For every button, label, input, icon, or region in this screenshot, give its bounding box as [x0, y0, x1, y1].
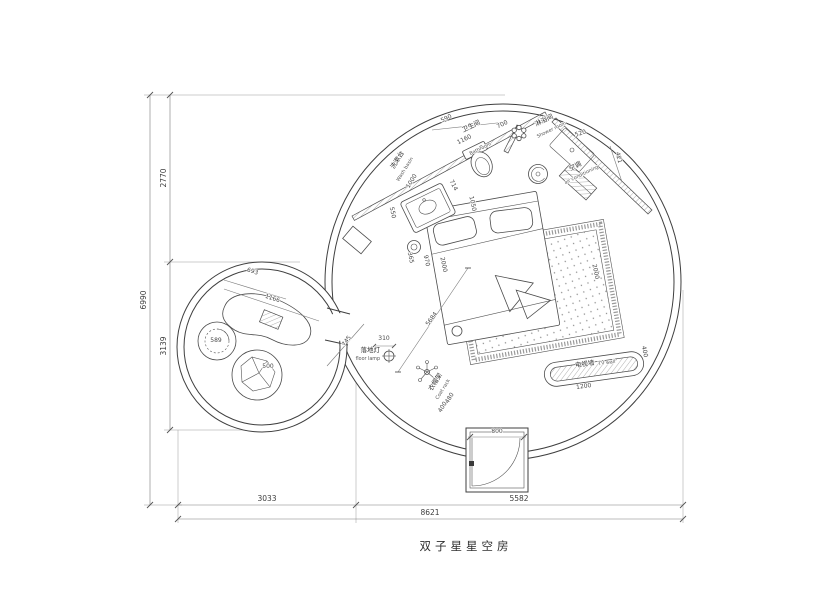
- toilet: [462, 141, 493, 178]
- dim-365: 365: [406, 251, 415, 264]
- label-tv-wall-en: TV wall: [597, 359, 616, 367]
- round-chair: [197, 321, 237, 361]
- door-stop: [469, 461, 474, 466]
- wall-niche: [342, 225, 372, 255]
- pillow: [489, 207, 534, 234]
- dim-2000-bed: 2000: [438, 256, 448, 273]
- dim-1050: 1050: [467, 195, 477, 212]
- label-tv-wall-cn: 电视墙: [574, 358, 595, 370]
- dim-total-height: 6990: [139, 290, 148, 309]
- dim-bottom-right: 5582: [509, 494, 528, 503]
- bed: [423, 191, 561, 345]
- dim-421: 421: [614, 151, 624, 164]
- left-dimension-lines: [146, 91, 174, 509]
- interior-dimension-lines: [223, 121, 623, 373]
- floor-lamp-icon: [382, 349, 396, 363]
- dimension-extension-lines: [144, 94, 684, 523]
- dim-upper-height: 2770: [159, 168, 168, 187]
- dim-2000-carpet: 2000: [590, 263, 600, 280]
- dim-693: 693: [246, 266, 259, 276]
- dim-bottom-left: 3033: [257, 494, 276, 503]
- bedside-stool: [407, 240, 463, 337]
- shower-head-icon: [511, 124, 527, 142]
- dim-970: 970: [422, 254, 431, 267]
- dim-400-tv: 400: [640, 345, 649, 358]
- pod-passage: [324, 307, 352, 346]
- air-conditioner: [558, 163, 598, 201]
- dim-800: 800: [491, 428, 503, 435]
- pillow: [432, 216, 477, 246]
- dim-500: 500: [262, 363, 274, 370]
- dim-520: 520: [574, 128, 587, 138]
- label-floor-lamp-en: floor lamp: [356, 356, 380, 362]
- small-pod-walls: [176, 261, 348, 433]
- shower-tray: [549, 128, 595, 172]
- dim-total-width: 8621: [420, 508, 439, 517]
- organic-table: [222, 293, 312, 346]
- wash-basin: [400, 183, 456, 233]
- door-swing-arc: [471, 437, 521, 487]
- tv-wall: [543, 351, 645, 387]
- dim-310: 310: [378, 335, 390, 342]
- round-stool: [528, 164, 548, 184]
- dim-lower-height: 3139: [159, 336, 168, 355]
- drawing-title: 双子星星空房: [420, 539, 513, 553]
- dim-1200: 1200: [576, 382, 592, 391]
- bean-bag: [231, 349, 283, 401]
- coat-rack-icon: [416, 360, 438, 382]
- dim-550: 550: [388, 206, 397, 219]
- entry-vestibule: [465, 427, 529, 493]
- bottom-dimension-lines: [174, 501, 687, 523]
- dim-589: 589: [210, 337, 222, 344]
- label-floor-lamp-cn: 落地灯: [361, 345, 381, 354]
